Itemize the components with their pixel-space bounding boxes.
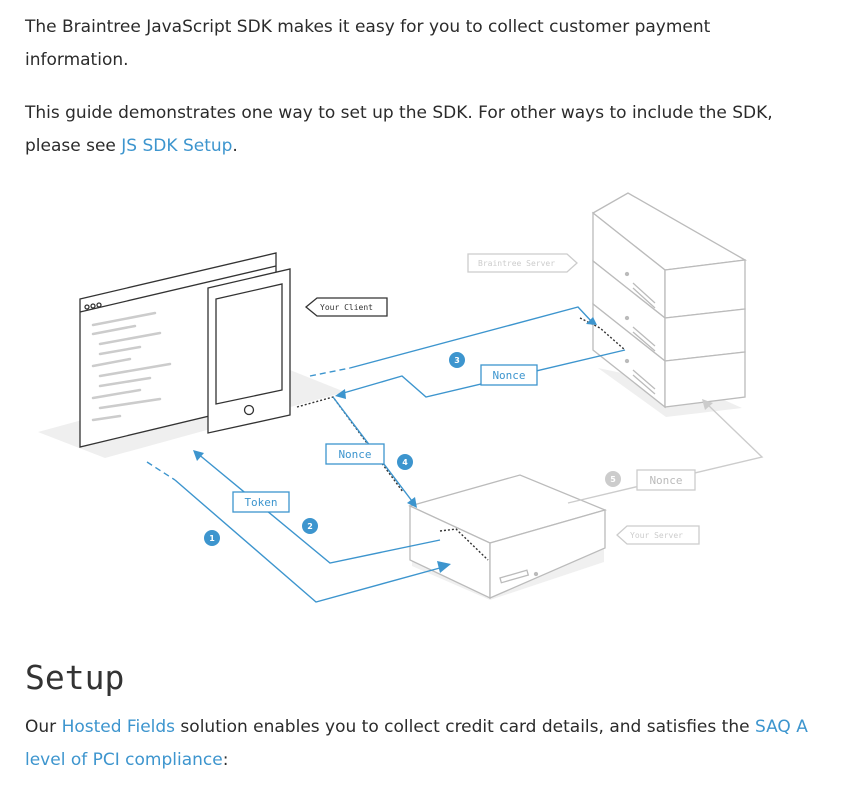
nonce-right-box — [636, 469, 696, 491]
arrow-5 — [702, 399, 713, 410]
your-server-label: Your Server — [630, 531, 683, 540]
step-5-number: 5 — [610, 475, 616, 484]
arrow-3 — [586, 317, 597, 325]
step-2-number: 2 — [307, 522, 313, 531]
your-server-tag — [616, 525, 700, 545]
nonce-mid-label: Nonce — [338, 448, 371, 461]
payment-flow-diagram: 1 2 3 4 5 Nonce Nonce Token Nonce Your C… — [38, 192, 764, 603]
setup-text-middle: solution enables you to collect credit c… — [175, 717, 755, 737]
flow-dashed-start — [146, 461, 176, 481]
braintree-server-icon — [591, 192, 748, 409]
intro-paragraph-setup: This guide demonstrates one way to set u… — [25, 97, 815, 163]
your-server-icon — [408, 474, 607, 600]
step-3-number: 3 — [454, 356, 460, 365]
nonce-top-label: Nonce — [492, 369, 525, 382]
js-sdk-setup-link[interactable]: JS SDK Setup — [121, 136, 233, 156]
braintree-server-label: Braintree Server — [478, 259, 555, 268]
your-client-label: Your Client — [320, 303, 373, 312]
arrow-3-return — [335, 389, 346, 399]
step-3-badge — [449, 352, 465, 368]
token-box — [232, 491, 290, 513]
flow-line-5 — [567, 402, 764, 504]
setup-heading: Setup — [25, 658, 125, 697]
hosted-fields-link[interactable]: Hosted Fields — [61, 717, 176, 737]
intro-text: This guide demonstrates one way to set u… — [25, 103, 773, 156]
nonce-mid-box — [325, 443, 385, 465]
setup-text-start: Our — [25, 717, 62, 737]
step-1-badge — [204, 530, 220, 546]
arrow-1 — [437, 561, 451, 573]
flow-dotted-server — [439, 528, 489, 561]
step-1-number: 1 — [209, 534, 215, 543]
arrow-4 — [407, 497, 417, 508]
flow-line-3 — [349, 306, 593, 369]
client-code-lines — [91, 311, 172, 422]
braintree-server-tag — [467, 253, 578, 273]
saq-a-pci-link[interactable]: SAQ A level of PCI compliance — [25, 717, 808, 770]
flow-dotted-braintree — [579, 317, 626, 351]
setup-paragraph: Our Hosted Fields solution enables you t… — [25, 711, 815, 777]
step-4-number: 4 — [402, 458, 408, 467]
flow-dashed-return — [309, 367, 351, 377]
flow-line-2 — [196, 452, 441, 564]
nonce-top-box — [480, 364, 538, 386]
nonce-right-label: Nonce — [649, 474, 682, 487]
intro-paragraph: The Braintree JavaScript SDK makes it ea… — [25, 17, 711, 70]
token-label: Token — [244, 496, 277, 509]
client-tablet — [207, 268, 291, 434]
your-client-tag — [304, 297, 388, 317]
intro-text-end: . — [232, 136, 238, 156]
arrow-2 — [193, 450, 204, 461]
setup-text-end: : — [222, 750, 229, 770]
flow-line-1 — [174, 479, 448, 603]
step-2-badge — [302, 518, 318, 534]
step-5-badge — [605, 471, 621, 487]
step-4-badge — [397, 454, 413, 470]
